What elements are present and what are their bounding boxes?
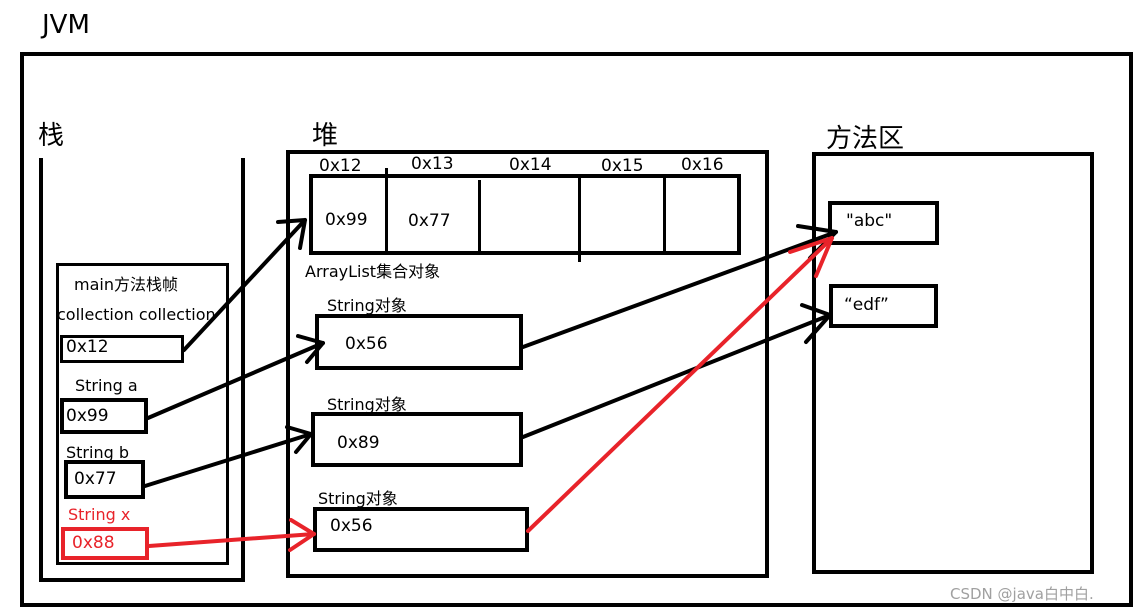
string-a-value: 0x99 bbox=[66, 406, 109, 426]
arraylist-label: ArrayList集合对象 bbox=[305, 262, 441, 281]
string-a-box bbox=[60, 398, 148, 434]
string-object-2 bbox=[311, 412, 523, 467]
array-cell-0-value: 0x99 bbox=[325, 210, 368, 230]
string-object-1-value: 0x56 bbox=[345, 334, 388, 354]
heap-address-0x15: 0x15 bbox=[601, 156, 644, 176]
string-object-2-label: String对象 bbox=[327, 395, 407, 414]
arrow-collection-to-arraylist bbox=[182, 218, 307, 352]
jvm-frame bbox=[20, 52, 1133, 607]
collection-variable-value: 0x12 bbox=[66, 337, 109, 357]
array-divider bbox=[385, 168, 388, 254]
main-frame-title: main方法栈帧 bbox=[74, 275, 178, 294]
arraylist-array bbox=[309, 174, 741, 255]
method-area-label: 方法区 bbox=[826, 124, 905, 154]
string-x-label: String x bbox=[68, 505, 131, 524]
main-stack-frame bbox=[56, 263, 229, 565]
string-object-3-label: String对象 bbox=[318, 489, 398, 508]
string-b-box bbox=[64, 460, 145, 499]
method-area bbox=[812, 152, 1094, 574]
stack-container bbox=[39, 158, 245, 582]
array-divider bbox=[578, 174, 581, 262]
arrow-string-x-to-object-3 bbox=[147, 518, 316, 552]
string-object-3-value: 0x56 bbox=[330, 516, 373, 536]
constant-abc-box bbox=[828, 201, 939, 245]
arrow-string-b-to-object-2 bbox=[143, 425, 313, 488]
constant-edf: “edf” bbox=[844, 295, 889, 315]
string-x-value: 0x88 bbox=[72, 533, 115, 553]
stack-label: 栈 bbox=[38, 121, 65, 151]
string-object-1-label: String对象 bbox=[327, 296, 407, 315]
array-divider bbox=[478, 180, 481, 254]
heap-address-0x13: 0x13 bbox=[411, 154, 454, 174]
jvm-title: JVM bbox=[42, 10, 90, 40]
string-object-2-value: 0x89 bbox=[337, 433, 380, 453]
string-a-label: String a bbox=[75, 376, 138, 395]
string-b-label: String b bbox=[66, 443, 129, 462]
arrow-object-2-to-edf bbox=[521, 303, 832, 439]
array-divider bbox=[663, 174, 666, 254]
heap-address-0x16: 0x16 bbox=[681, 155, 724, 175]
watermark: CSDN @java白中白. bbox=[950, 585, 1094, 603]
heap-address-0x14: 0x14 bbox=[509, 155, 552, 175]
constant-abc: "abc" bbox=[846, 211, 893, 231]
constant-edf-box bbox=[829, 284, 938, 328]
heap-label: 堆 bbox=[312, 121, 339, 151]
arrow-object-1-to-abc bbox=[521, 224, 838, 349]
heap-address-0x12: 0x12 bbox=[319, 156, 362, 176]
arrow-object-3-to-abc bbox=[526, 236, 834, 533]
arrow-string-a-to-object-1 bbox=[146, 334, 325, 420]
collection-declaration: collection collection bbox=[57, 305, 216, 324]
array-cell-1-value: 0x77 bbox=[408, 211, 451, 231]
string-x-box bbox=[61, 527, 149, 560]
heap-area bbox=[286, 150, 769, 578]
string-b-value: 0x77 bbox=[74, 469, 117, 489]
